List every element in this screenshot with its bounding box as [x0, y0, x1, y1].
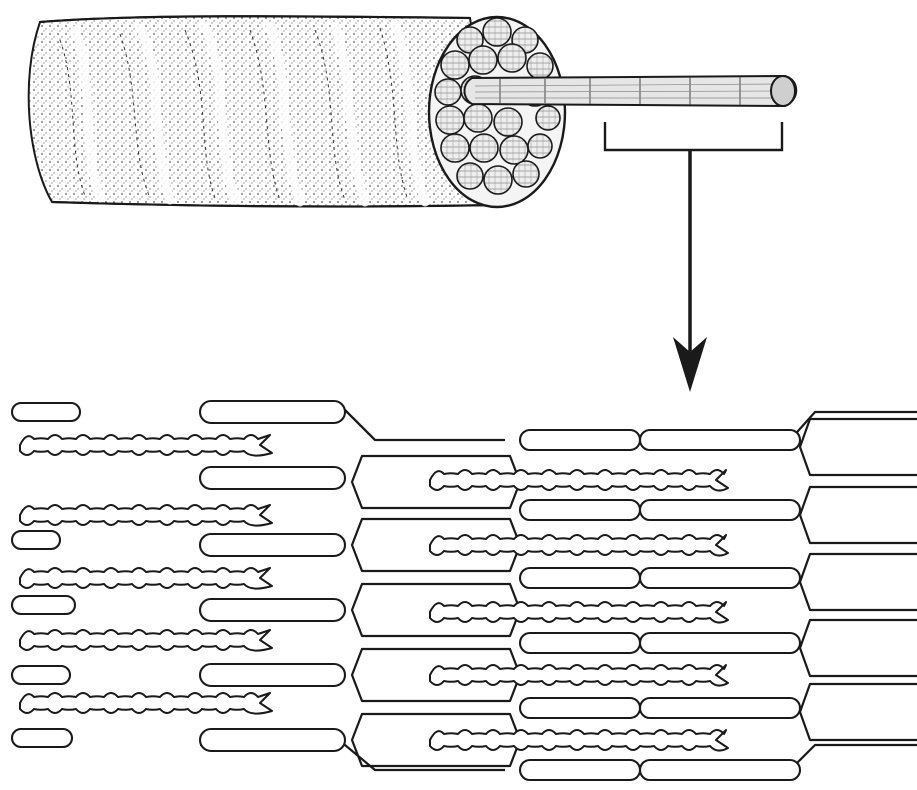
- fiber-circle: [483, 18, 511, 46]
- thick-filament: [640, 633, 800, 653]
- thick-filament: [12, 531, 60, 549]
- thick-filament: [640, 760, 800, 780]
- thin-filament: [20, 505, 272, 526]
- thin-filament: [430, 535, 728, 556]
- thick-filament: [520, 430, 640, 450]
- z-disc-cell: [800, 419, 917, 475]
- zoom-bracket: [605, 122, 782, 150]
- z-disc-cell: [800, 684, 917, 740]
- thin-filament: [430, 470, 728, 491]
- fiber-circle: [435, 79, 461, 105]
- thick-filament: [640, 698, 800, 718]
- fiber-circle: [470, 134, 498, 162]
- thick-filament: [520, 760, 640, 780]
- thick-filament: [520, 500, 640, 520]
- fiber-circle: [436, 106, 464, 134]
- z-disc-cell: [800, 487, 917, 543]
- fiber-circle: [484, 166, 512, 194]
- myofibril-bundle-cross-section: [429, 17, 565, 207]
- thick-filament: [520, 698, 640, 718]
- z-disc-cell: [800, 554, 917, 610]
- fiber-circle: [536, 106, 560, 130]
- thick-filament: [200, 534, 345, 556]
- thin-filament: [20, 568, 272, 589]
- thin-filament: [430, 602, 728, 623]
- thin-filament: [430, 730, 728, 751]
- fiber-circle: [469, 46, 497, 74]
- thick-filament: [12, 666, 70, 684]
- z-disc-connector: [345, 410, 375, 440]
- thick-filament: [12, 403, 80, 421]
- fiber-circle: [528, 134, 552, 158]
- z-disc-cell: [800, 620, 917, 676]
- fiber-circle: [513, 161, 539, 187]
- thick-filament: [200, 467, 345, 489]
- thick-filament: [12, 729, 72, 747]
- fiber-circle: [457, 163, 483, 189]
- thick-filament: [640, 500, 800, 520]
- thin-filament: [20, 630, 272, 651]
- thin-filament: [20, 435, 272, 456]
- thin-filament: [430, 665, 728, 686]
- fiber-circle: [527, 53, 553, 79]
- thick-filament: [200, 401, 345, 423]
- thick-filament: [520, 633, 640, 653]
- fiber-circle: [441, 134, 469, 162]
- thick-filament: [640, 430, 800, 450]
- thick-filament: [200, 729, 345, 751]
- fiber-circle: [464, 104, 492, 132]
- single-myofibril: [465, 76, 797, 106]
- muscle-bundle: [29, 16, 498, 206]
- fiber-circle: [441, 51, 469, 79]
- fiber-circle: [494, 108, 522, 136]
- zoom-arrow: [673, 150, 707, 392]
- thin-filament: [20, 693, 272, 714]
- thick-filament: [200, 664, 345, 686]
- thick-filaments-myosin: [12, 401, 800, 780]
- thick-filament: [640, 568, 800, 588]
- thick-filament: [200, 599, 345, 621]
- fiber-circle: [498, 44, 526, 72]
- thick-filament: [12, 596, 75, 614]
- fiber-circle: [500, 136, 528, 164]
- thick-filament: [520, 568, 640, 588]
